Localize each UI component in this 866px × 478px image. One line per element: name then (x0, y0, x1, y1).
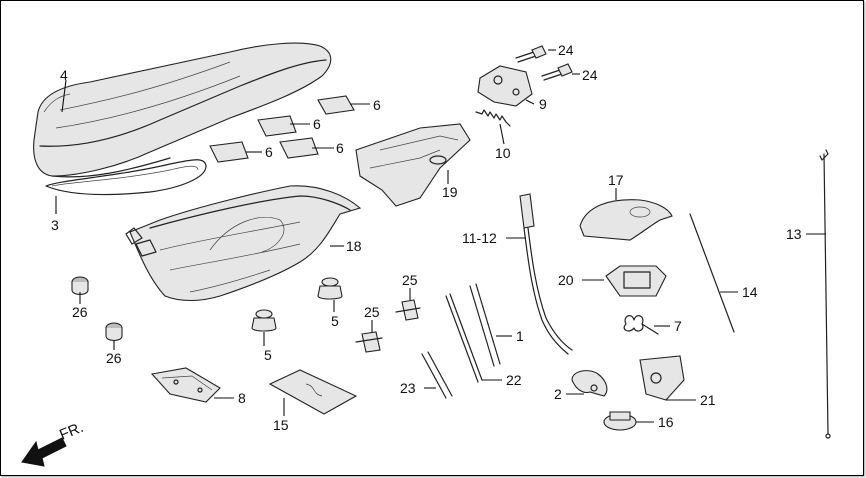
label-4: 4 (60, 67, 68, 83)
part-helmet-box (125, 185, 362, 302)
label-22: 22 (506, 372, 522, 388)
part-seat-hinge (150, 367, 221, 403)
label-2: 2 (554, 386, 562, 402)
part-bumper-a (251, 309, 277, 332)
part-spring-small (475, 109, 511, 127)
label-7: 7 (674, 318, 682, 334)
label-6: 6 (313, 116, 321, 132)
part-grommet-b (105, 322, 123, 342)
label-25: 25 (364, 304, 380, 320)
leader-lines (55, 49, 826, 423)
part-torsion-spring (623, 315, 659, 335)
part-grommet-a (71, 276, 89, 296)
part-seat-trim (45, 159, 207, 196)
part-pad-group (209, 95, 355, 163)
part-flange-bolt-a (395, 299, 421, 321)
part-bolt-b (541, 63, 573, 81)
label-6: 6 (265, 144, 273, 160)
label-19: 19 (442, 184, 458, 200)
part-long-rod (689, 213, 735, 333)
part-rod-1 (469, 283, 501, 367)
part-plug (603, 411, 637, 431)
label-3: 3 (51, 217, 59, 233)
label-6: 6 (336, 140, 344, 156)
part-owners-manual (268, 369, 358, 415)
label-26: 26 (72, 304, 88, 320)
label-5: 5 (331, 313, 339, 329)
part-rod-23 (421, 351, 453, 399)
label-14: 14 (742, 284, 758, 300)
label-15: 15 (273, 417, 289, 433)
label-23: 23 (400, 380, 416, 396)
label-16: 16 (658, 414, 674, 430)
part-seat (33, 42, 332, 178)
callout-labels: 4 3 6 6 6 6 18 26 26 5 5 8 15 19 9 10 24… (51, 42, 802, 433)
label-13: 13 (786, 226, 802, 242)
part-seat-lock-cable (519, 193, 573, 355)
label-24: 24 (582, 67, 598, 83)
part-flange-bolt-b (355, 331, 383, 353)
label-5: 5 (264, 347, 272, 363)
part-long-cable (819, 149, 831, 439)
label-1: 1 (516, 328, 524, 344)
part-bumper-b (317, 277, 343, 300)
part-cable-clamp (571, 370, 608, 397)
label-10: 10 (495, 145, 511, 161)
label-8: 8 (238, 390, 246, 406)
front-arrow-icon (21, 437, 67, 467)
part-lock-assembly (639, 355, 685, 401)
label-21: 21 (700, 392, 716, 408)
label-17: 17 (608, 172, 624, 188)
label-11-12: 11-12 (462, 230, 497, 246)
label-26: 26 (106, 350, 122, 366)
part-rear-cover (579, 199, 673, 241)
part-rod-22 (445, 293, 483, 383)
part-lock-bracket (477, 65, 533, 107)
label-9: 9 (539, 96, 547, 112)
label-24: 24 (558, 42, 574, 58)
label-6: 6 (373, 97, 381, 113)
label-25: 25 (402, 272, 418, 288)
front-label: FR. (57, 419, 86, 444)
part-rear-bracket (355, 123, 471, 207)
part-switch-housing (605, 265, 667, 297)
label-18: 18 (346, 238, 362, 254)
label-20: 20 (558, 272, 574, 288)
part-bolt-a (515, 45, 547, 63)
front-direction-indicator: FR. (21, 419, 86, 467)
